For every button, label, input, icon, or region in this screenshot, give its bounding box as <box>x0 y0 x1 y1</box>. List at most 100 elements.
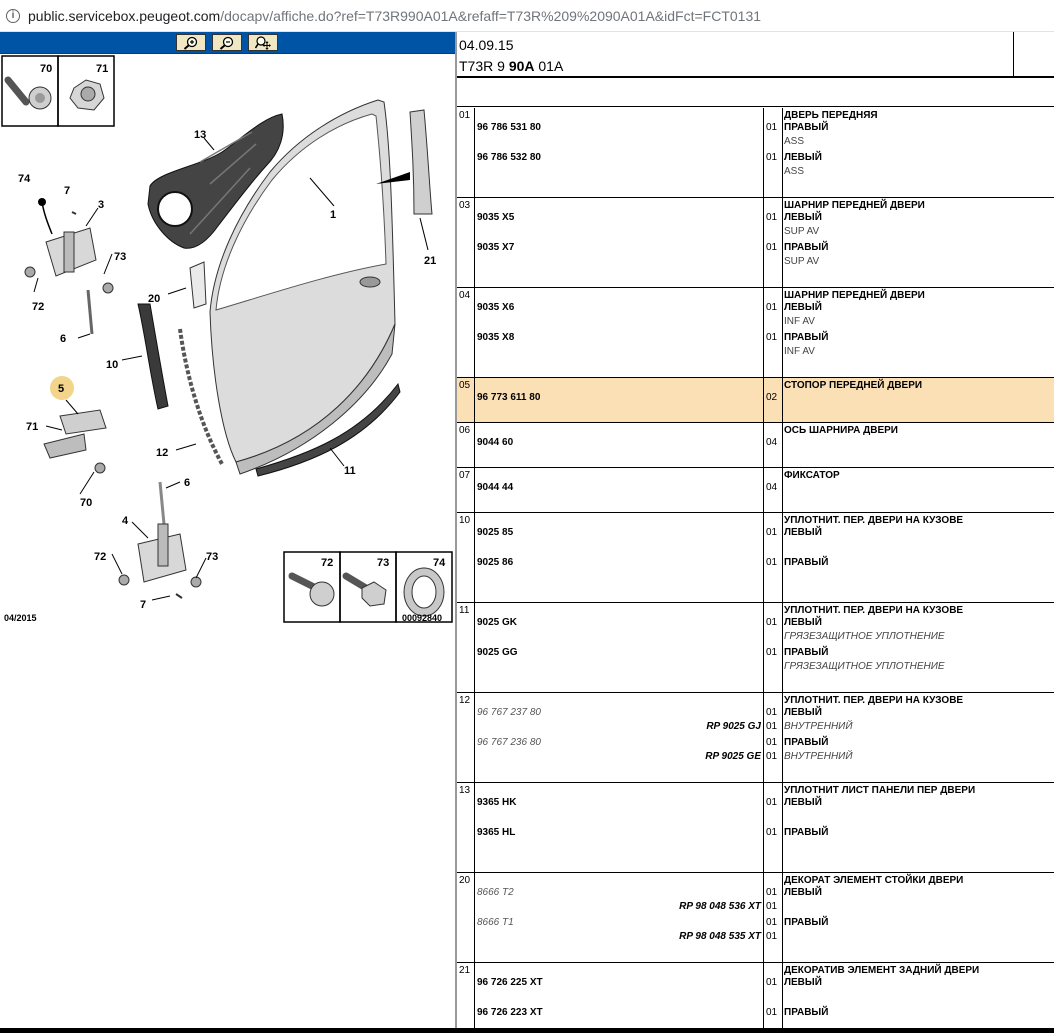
part-reference[interactable]: 8666 T1 <box>477 917 514 928</box>
part-reference[interactable]: 9025 GK <box>477 617 518 628</box>
part-title: ШАРНИР ПЕРЕДНЕЙ ДВЕРИ <box>784 290 925 301</box>
parts-header: 04.09.15 T73R 9 90A 01A <box>457 32 1054 78</box>
part-reference[interactable]: 96 773 611 80 <box>477 392 541 403</box>
part-detail: ПРАВЫЙ <box>784 917 829 928</box>
callout-6: 6 <box>60 333 66 345</box>
part-reference[interactable]: 96 726 223 XT <box>477 1007 543 1018</box>
item-number: 11 <box>457 603 475 692</box>
quantity-value: 04 <box>766 482 778 493</box>
quantity-value: 01 <box>766 332 778 343</box>
zoom-in-button[interactable] <box>176 34 206 51</box>
quantity-value: 01 <box>766 617 778 628</box>
diagram-code: 00092840 <box>402 613 443 623</box>
replacement-reference[interactable]: RP 9025 GE <box>705 751 761 762</box>
part-reference[interactable]: 9035 X7 <box>477 242 515 253</box>
part-reference[interactable]: 9365 HK <box>477 797 517 808</box>
part-reference[interactable]: 9035 X5 <box>477 212 515 223</box>
part-reference[interactable]: 96 726 225 XT <box>477 977 543 988</box>
zoom-pan-icon <box>255 35 271 50</box>
reference-cell: 8666 T2 8666 T1 RP 98 048 536 XT RP 98 048 … <box>475 873 764 962</box>
part-reference[interactable]: 96 786 531 80 <box>477 122 541 133</box>
address-bar[interactable]: i public.servicebox.peugeot.com/docapv/a… <box>0 0 1054 32</box>
replacement-reference[interactable]: RP 9025 GJ <box>706 721 761 732</box>
part-detail: ЛЕВЫЙ <box>784 152 822 163</box>
callout-71: 71 <box>96 63 108 75</box>
reference-cell: 96 786 531 80 96 786 532 80 <box>475 108 764 197</box>
info-icon[interactable]: i <box>6 8 20 23</box>
callout-13: 13 <box>194 129 206 141</box>
part-title: СТОПОР ПЕРЕДНЕЙ ДВЕРИ <box>784 380 923 391</box>
part-detail: ПРАВЫЙ <box>784 827 829 838</box>
quantity-value: 01 <box>766 737 778 748</box>
quantity-value: 01 <box>766 122 778 133</box>
part-detail: ЛЕВЫЙ <box>784 797 822 808</box>
diagram-date: 04/2015 <box>4 613 37 623</box>
item-number: 06 <box>457 423 475 467</box>
part-reference[interactable]: 9025 86 <box>477 557 514 568</box>
quantity-value: 01 <box>766 242 778 253</box>
callout-70: 70 <box>40 63 52 75</box>
part-reference[interactable]: 96 767 236 80 <box>477 737 541 748</box>
part-reference[interactable]: 96 767 237 80 <box>477 707 541 718</box>
description-cell: СТОПОР ПЕРЕДНЕЙ ДВЕРИ <box>782 378 1054 422</box>
exploded-diagram: 70 71 13 1 21 74 7 3 73 72 6 20 10 12 11… <box>0 54 455 644</box>
bolt-73-icon <box>342 572 387 607</box>
pane-divider[interactable] <box>455 32 457 1033</box>
quantity-cell: 01 01 <box>764 603 782 692</box>
part-detail: INF AV <box>784 346 815 357</box>
callout-7b: 7 <box>140 599 146 611</box>
quantity-value: 01 <box>766 901 778 912</box>
part-detail: ПРАВЫЙ <box>784 332 829 343</box>
part-reference[interactable]: 9044 60 <box>477 437 514 448</box>
zoom-out-icon <box>219 36 234 50</box>
part-reference[interactable]: 9025 85 <box>477 527 514 538</box>
part-detail: INF AV <box>784 316 815 327</box>
part-reference[interactable]: 9044 44 <box>477 482 514 493</box>
part-reference[interactable]: 9025 GG <box>477 647 518 658</box>
part-detail: ВНУТРЕННИЙ <box>784 751 853 762</box>
part-reference[interactable]: 9365 HL <box>477 827 516 838</box>
part-detail: ПРАВЫЙ <box>784 557 829 568</box>
zoom-out-button[interactable] <box>212 34 242 51</box>
part-detail: ГРЯЗЕЗАЩИТНОЕ УПЛОТНЕНИЕ <box>784 631 945 642</box>
part-reference[interactable]: 9035 X6 <box>477 302 515 313</box>
part-detail: ЛЕВЫЙ <box>784 527 822 538</box>
part-detail: ВНУТРЕННИЙ <box>784 721 853 732</box>
quantity-value: 01 <box>766 647 778 658</box>
diagram-pane: 70 71 13 1 21 74 7 3 73 72 6 20 10 12 11… <box>0 32 455 1033</box>
zoom-in-icon <box>183 36 198 50</box>
quantity-value: 01 <box>766 887 778 898</box>
callout-73b: 73 <box>206 551 218 563</box>
part-detail: ПРАВЫЙ <box>784 737 829 748</box>
parts-subheader <box>457 80 1054 107</box>
part-reference[interactable]: 96 786 532 80 <box>477 152 541 163</box>
callout-10: 10 <box>106 359 118 371</box>
callout-5: 5 <box>58 383 64 395</box>
replacement-reference[interactable]: RP 98 048 535 XT <box>679 931 761 942</box>
part-reference[interactable]: 9035 X8 <box>477 332 515 343</box>
replacement-reference[interactable]: RP 98 048 536 XT <box>679 901 761 912</box>
item-number: 20 <box>457 873 475 962</box>
zoom-pan-button[interactable] <box>248 34 278 51</box>
part-reference[interactable]: 8666 T2 <box>477 887 514 898</box>
reference-cell: 9025 85 9025 86 <box>475 513 764 602</box>
